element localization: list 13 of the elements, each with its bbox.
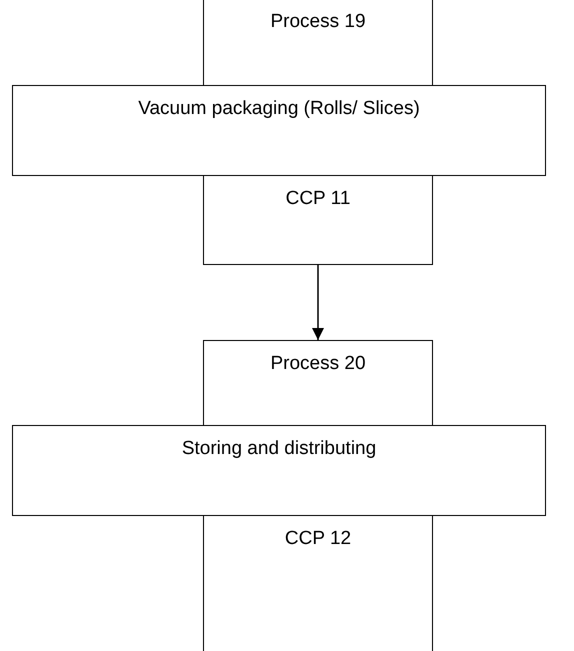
box-label: CCP 11 xyxy=(286,188,350,210)
process-box xyxy=(203,515,433,651)
box-label: Process 19 xyxy=(270,11,366,33)
box-label: Process 20 xyxy=(270,353,366,375)
process-box xyxy=(12,85,546,176)
process-box xyxy=(12,425,546,516)
box-label: CCP 12 xyxy=(284,528,352,550)
process-box xyxy=(203,0,433,86)
box-label: Storing and distributing xyxy=(182,438,376,460)
process-box xyxy=(203,175,433,265)
process-box xyxy=(203,340,433,426)
box-label: Vacuum packaging (Rolls/ Slices) xyxy=(138,98,420,120)
arrow xyxy=(312,265,324,340)
